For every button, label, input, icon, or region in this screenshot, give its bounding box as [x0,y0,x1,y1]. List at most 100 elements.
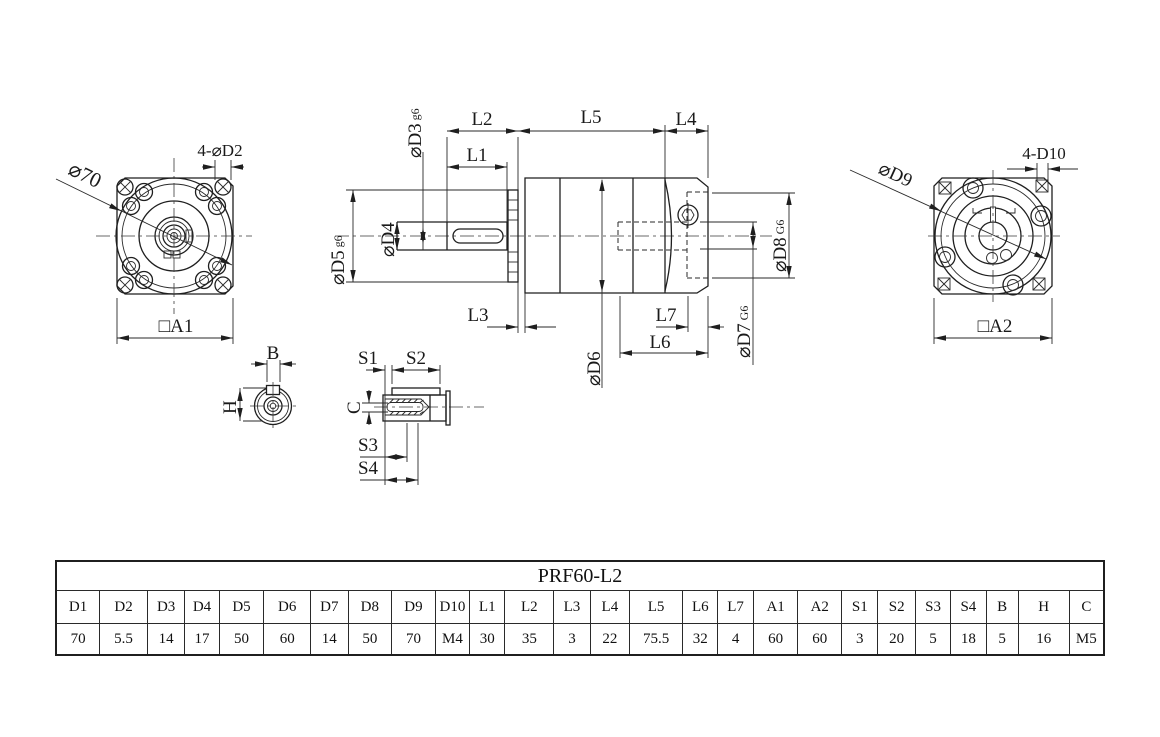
dim-A2: □A2 [933,298,1053,344]
col-header: D9 [391,590,436,624]
holes-label: 4-⌀D2 [197,141,242,160]
col-header: S3 [914,590,952,624]
dim-L1: L1 [447,145,508,222]
col-header: A2 [797,590,843,624]
svg-text:⌀D7G6: ⌀D7G6 [734,306,755,358]
corner-holes [116,178,232,294]
value-cell: 70 [55,623,101,656]
keyway-slot [452,228,504,244]
value-cell: 5 [914,623,952,656]
technical-drawing: ⌀70 4-⌀D2 □A1 [55,107,1078,485]
value-cell: 50 [218,623,265,656]
col-header: D1 [55,590,101,624]
svg-text:⌀D3g6: ⌀D3g6 [405,108,426,158]
key-section-view: C S1 S2 S3 S4 [344,348,484,485]
front-boss [507,189,519,283]
S3-label: S3 [358,435,378,456]
value-cell: M4 [434,623,471,656]
dim-C: C [344,390,388,425]
col-header: S2 [877,590,916,624]
col-header: S4 [950,590,987,624]
col-header: L5 [629,590,684,624]
col-header: L6 [682,590,719,624]
D5-label: ⌀D5 [328,250,349,285]
col-header: D3 [146,590,186,624]
dim-D8: ⌀D8G6 [712,192,795,279]
dim-H: H [220,387,266,422]
value-cell: 5.5 [99,623,148,656]
value-cell: 18 [950,623,987,656]
table-header-row: D1 D2 D3 D4 D5 D6 D7 D8 D9 D10 L1 L2 L3 … [55,590,1105,624]
dim-A1: □A1 [116,298,234,344]
dim-L6: L6 [619,296,709,358]
col-header: L7 [717,590,754,624]
key-strip [391,387,441,396]
col-header: C [1068,590,1105,624]
value-cell: 60 [263,623,312,656]
C-label: C [344,401,365,414]
dim-4xD10: 4-D10 [1007,144,1078,181]
B-label: B [267,343,280,364]
D7-fit-label: G6 [737,306,751,321]
value-cell: 16 [1017,623,1070,656]
dim-D6: ⌀D6 [584,179,605,388]
dim-L2-L5-L4: L2 L5 L4 [446,107,709,222]
dim-D4: ⌀D4 [378,222,400,257]
value-cell: 75.5 [629,623,684,656]
col-header: D7 [310,590,349,624]
col-header: D8 [347,590,393,624]
value-cell: 14 [146,623,186,656]
value-cell: 70 [391,623,436,656]
table-value-row: 70 5.5 14 17 50 60 14 50 70 M4 30 35 3 2… [55,623,1105,656]
col-header: D6 [263,590,312,624]
value-cell: 30 [469,623,506,656]
svg-text:⌀D5g6: ⌀D5g6 [328,235,349,285]
col-header: S1 [841,590,879,624]
dim-L7: L7 [655,296,724,332]
L7-label: L7 [655,305,676,326]
table-title-row: PRF60-L2 [55,560,1105,591]
D8-fit-label: G6 [773,220,787,235]
corner-tapped-holes [937,179,1049,291]
dim-B: B [251,343,296,382]
col-header: A1 [752,590,799,624]
L1-label: L1 [466,145,487,166]
rear-view: ⌀D9 4-D10 □A2 [849,144,1078,344]
value-cell: 50 [347,623,393,656]
value-cell: 3 [841,623,879,656]
L5-label: L5 [580,107,601,128]
dim-S1-S2: S1 S2 [358,348,441,485]
D3-label: ⌀D3 [405,123,426,158]
value-cell: 22 [589,623,631,656]
col-header: D5 [218,590,265,624]
output-shaft [396,221,508,251]
bolt-holes [121,182,227,290]
col-header: D4 [184,590,220,624]
value-cell: 60 [752,623,799,656]
col-header: L4 [589,590,631,624]
col-header: H [1017,590,1070,624]
value-cell: 32 [682,623,719,656]
L2-label: L2 [471,109,492,130]
col-header: L1 [469,590,506,624]
dim-L3: L3 [467,282,556,333]
S4-label: S4 [358,458,379,479]
D6-label: ⌀D6 [584,351,605,386]
col-header: L2 [504,590,555,624]
col-header: B [985,590,1019,624]
dia70-label: ⌀70 [65,157,106,193]
col-header: D10 [434,590,471,624]
svg-text:⌀D8G6: ⌀D8G6 [770,220,791,272]
dim-S3: S3 [358,423,408,462]
value-cell: M5 [1068,623,1105,656]
value-cell: 60 [797,623,843,656]
dim-D7: ⌀D7G6 [700,221,757,365]
front-view: ⌀70 4-⌀D2 □A1 [55,141,252,344]
side-view: L2 L5 L4 L1 L3 ⌀D4 [328,107,795,388]
L6-label: L6 [649,332,670,353]
H-label: H [220,400,241,414]
S2-label: S2 [406,348,426,369]
value-cell: 4 [717,623,754,656]
value-cell: 35 [504,623,555,656]
dim-D3: ⌀D3g6 [405,108,426,250]
